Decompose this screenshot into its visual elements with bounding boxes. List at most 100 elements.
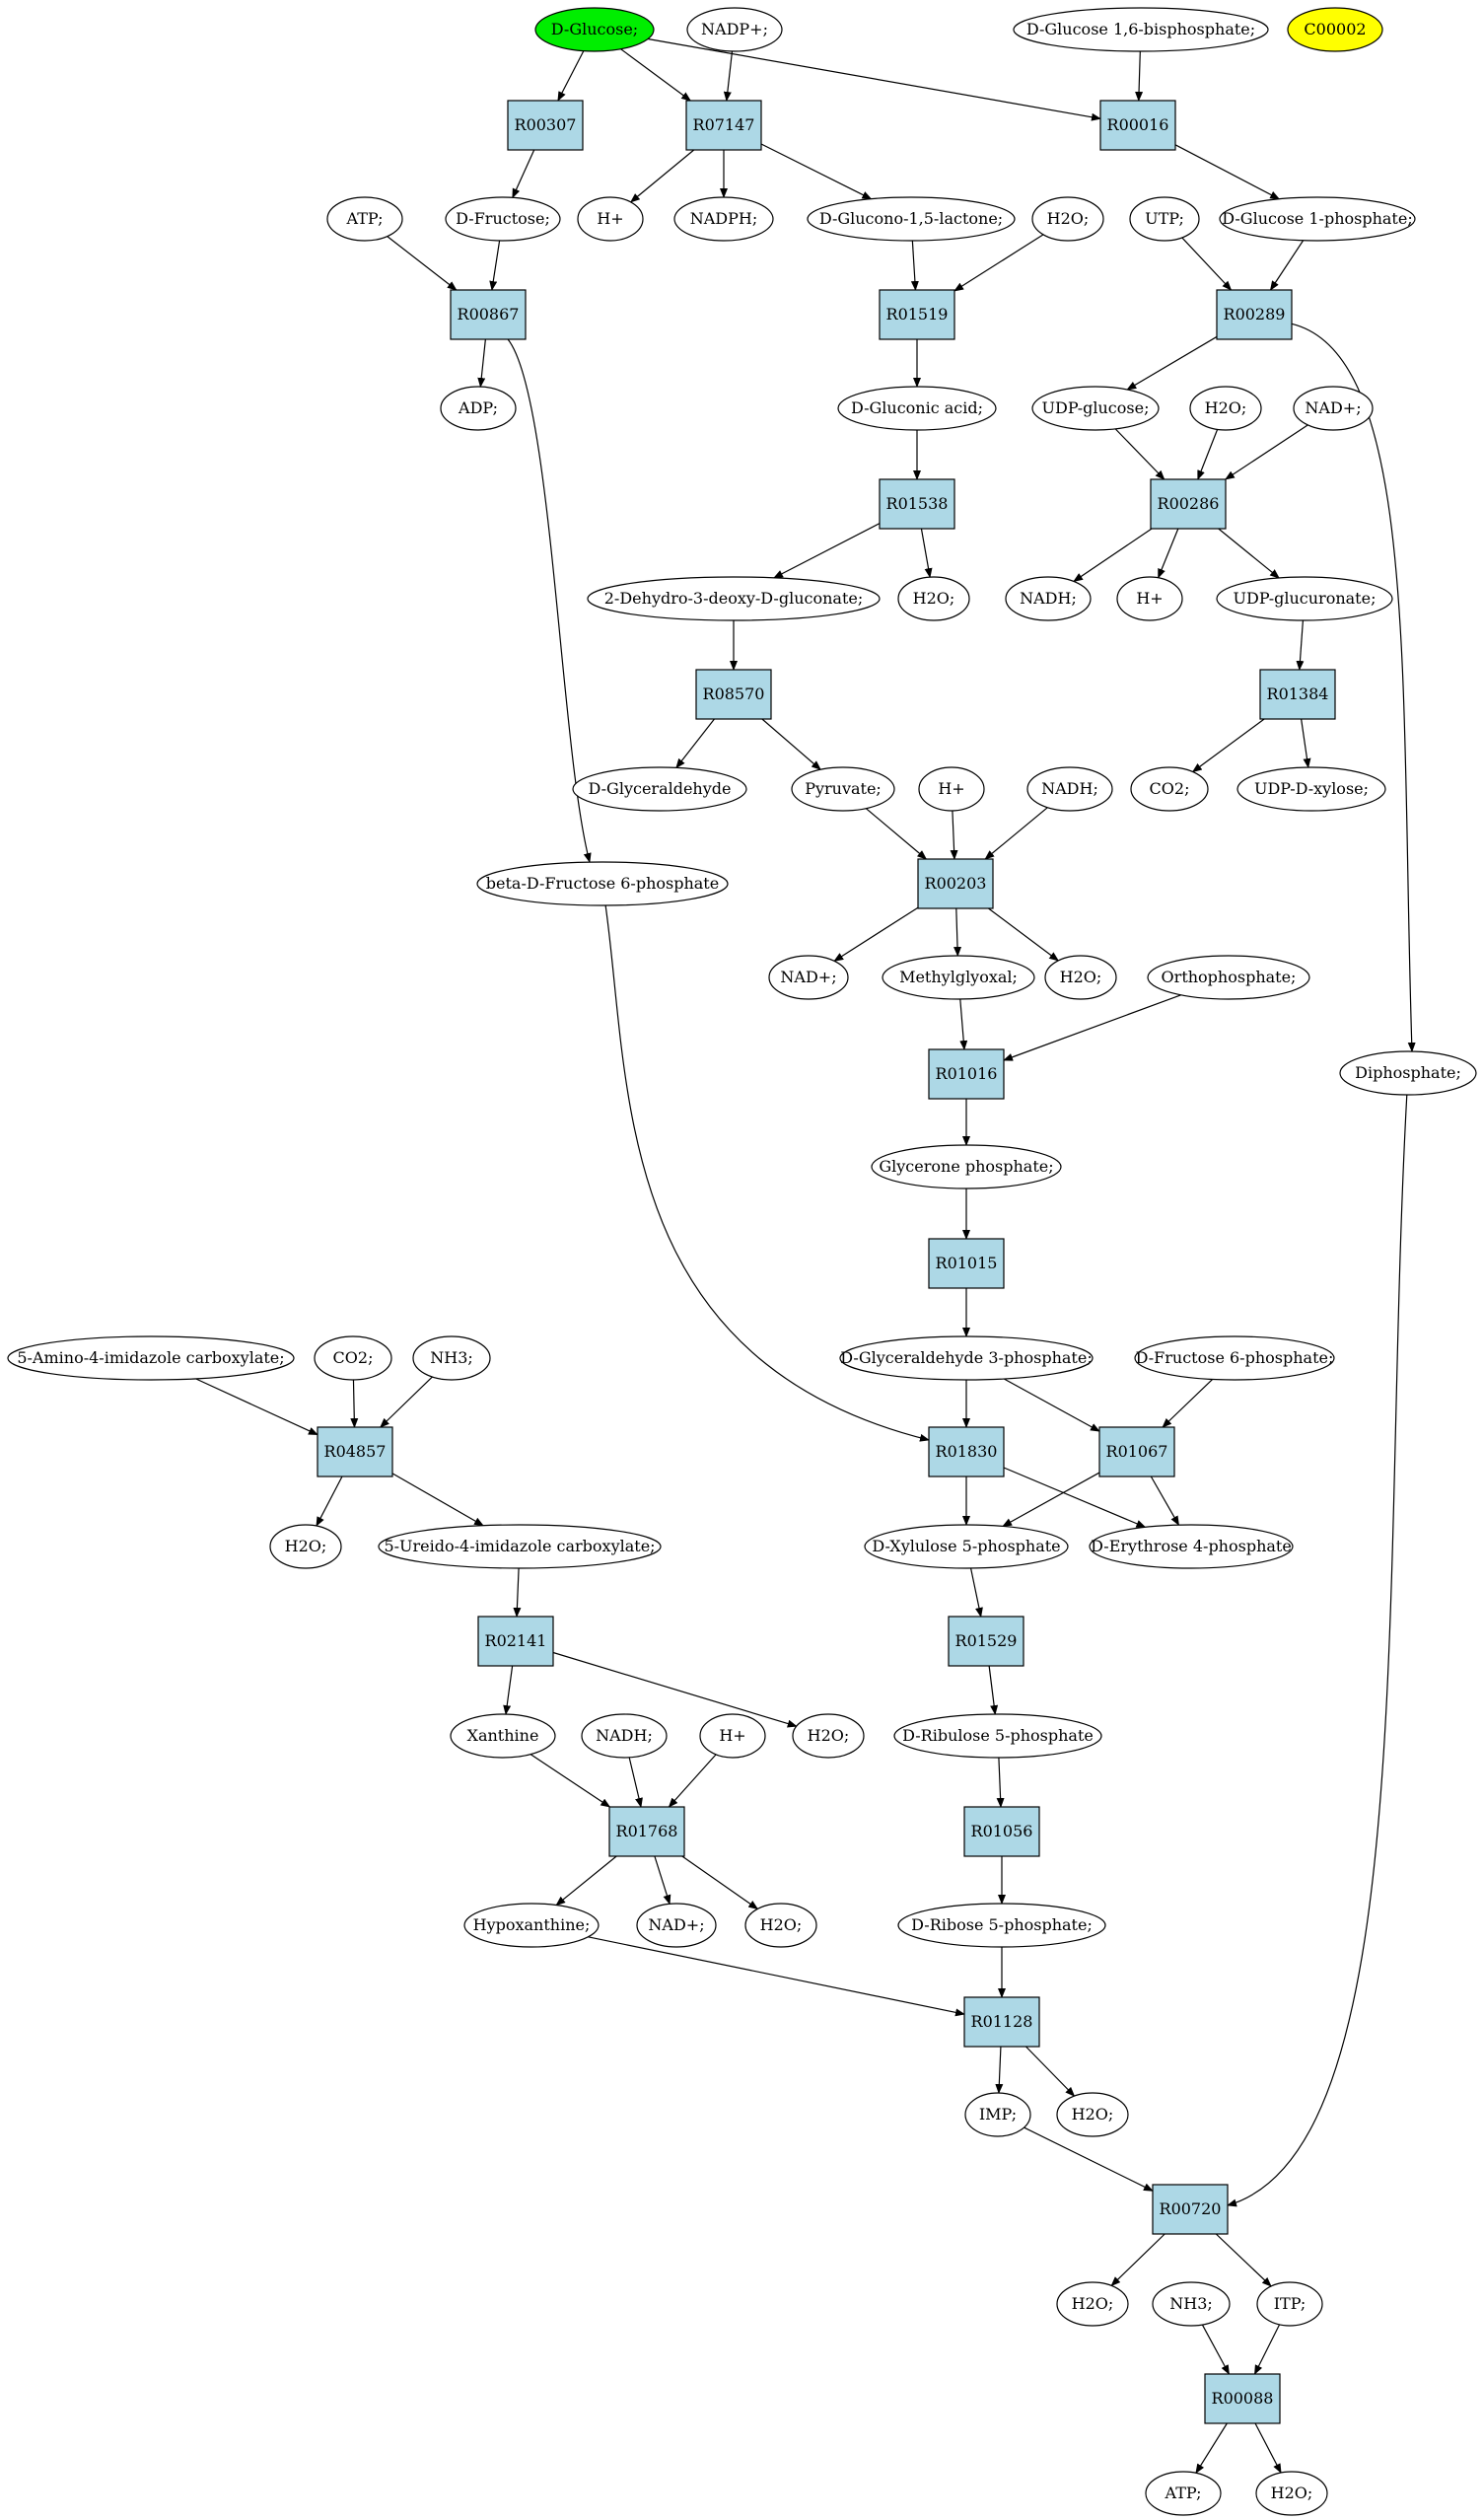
node-label: CO2; (1150, 779, 1190, 798)
compound-node-methylglyoxal[interactable]: Methylglyoxal; (882, 955, 1035, 1000)
compound-node-hplus2[interactable]: H+ (1116, 576, 1183, 621)
compound-node-bdf6p[interactable]: beta-D-Fructose 6-phosphate (476, 861, 729, 906)
reaction-node-r00720[interactable]: R00720 (1152, 2184, 1229, 2235)
compound-node-h2o2[interactable]: H2O; (1189, 386, 1262, 431)
node-label: R01056 (971, 1822, 1033, 1840)
compound-node-udpxylose[interactable]: UDP-D-xylose; (1236, 766, 1386, 812)
compound-node-df6p[interactable]: D-Fructose 6-phosphate; (1134, 1335, 1335, 1381)
reaction-node-r01128[interactable]: R01128 (963, 1996, 1040, 2048)
reaction-node-r01015[interactable]: R01015 (928, 1238, 1005, 1289)
compound-node-h2o4[interactable]: H2O; (1044, 955, 1117, 1000)
compound-node-h2o5[interactable]: H2O; (269, 1524, 342, 1569)
node-label: R04857 (324, 1442, 387, 1461)
reaction-node-r00286[interactable]: R00286 (1150, 478, 1227, 530)
compound-node-diphosphate[interactable]: Diphosphate; (1339, 1050, 1477, 1096)
compound-node-nadh2[interactable]: NADH; (1026, 766, 1113, 812)
compound-node-xanthine[interactable]: Xanthine (450, 1713, 556, 1759)
reaction-node-r01538[interactable]: R01538 (879, 478, 955, 530)
compound-node-atp1[interactable]: ATP; (326, 196, 403, 242)
reaction-node-r01016[interactable]: R01016 (928, 1048, 1005, 1100)
reaction-node-r00203[interactable]: R00203 (917, 858, 994, 909)
compound-node-h2o6[interactable]: H2O; (792, 1713, 865, 1759)
compound-node-c00002[interactable]: C00002 (1287, 7, 1383, 52)
compound-node-glycerone[interactable]: Glycerone phosphate; (871, 1144, 1062, 1189)
reaction-node-r00088[interactable]: R00088 (1204, 2373, 1281, 2424)
reaction-node-r02141[interactable]: R02141 (477, 1616, 554, 1667)
compound-node-pyruvate[interactable]: Pyruvate; (791, 766, 895, 812)
compound-node-dg1p[interactable]: D-Glucose 1-phosphate; (1219, 196, 1416, 242)
edge-nad1-to-r00286 (1225, 424, 1308, 480)
compound-node-dx5p[interactable]: D-Xylulose 5-phosphate (864, 1524, 1069, 1569)
compound-node-co2a[interactable]: CO2; (1130, 766, 1209, 812)
compound-node-h2o3[interactable]: H2O; (897, 576, 970, 621)
compound-node-nadp_top[interactable]: NADP+; (686, 7, 783, 52)
compound-node-dfructose[interactable]: D-Fructose; (445, 196, 561, 242)
compound-node-h2o10[interactable]: H2O; (1255, 2471, 1328, 2516)
node-label: H2O; (913, 589, 955, 608)
node-label: UDP-glucuronate; (1234, 589, 1377, 608)
compound-node-hypoxanthine[interactable]: Hypoxanthine; (463, 1903, 600, 1948)
compound-node-dglucose[interactable]: D-Glucose; (534, 7, 655, 52)
reaction-node-r00867[interactable]: R00867 (450, 289, 527, 340)
compound-node-gluconic[interactable]: D-Gluconic acid; (837, 386, 997, 431)
reaction-node-r04857[interactable]: R04857 (317, 1426, 393, 1477)
reaction-node-r01384[interactable]: R01384 (1259, 669, 1336, 720)
reaction-node-r00016[interactable]: R00016 (1099, 100, 1176, 151)
edge-nadp_top-to-r07147 (723, 50, 734, 102)
compound-node-hplus1[interactable]: H+ (577, 196, 644, 242)
compound-node-ureido[interactable]: 5-Ureido-4-imidazole carboxylate; (378, 1524, 662, 1569)
compound-node-nad3[interactable]: NAD+; (636, 1903, 717, 1948)
compound-node-imp[interactable]: IMP; (964, 2092, 1031, 2137)
compound-node-nadph[interactable]: NADPH; (673, 196, 774, 242)
compound-node-adp[interactable]: ADP; (440, 386, 517, 431)
reaction-node-r01056[interactable]: R01056 (963, 1806, 1040, 1857)
edge-r04857-to-ureido (391, 1473, 484, 1527)
edge-orthophosphate-to-r01016 (1003, 994, 1181, 1061)
edge-r07147-to-glucono (760, 143, 873, 200)
compound-node-nad1[interactable]: NAD+; (1293, 386, 1374, 431)
compound-node-dglyceraldehyde[interactable]: D-Glyceraldehyde (572, 766, 747, 812)
reaction-node-r01768[interactable]: R01768 (608, 1806, 685, 1857)
reaction-box (879, 478, 955, 530)
reaction-node-r08570[interactable]: R08570 (695, 669, 772, 720)
compound-node-de4p[interactable]: D-Erythrose 4-phosphate (1089, 1524, 1294, 1569)
compound-node-nh3b[interactable]: NH3; (1152, 2281, 1231, 2327)
compound-node-h2o7[interactable]: H2O; (744, 1903, 817, 1948)
reaction-node-r00289[interactable]: R00289 (1216, 289, 1293, 340)
edge-r07147-to-hplus1 (629, 149, 695, 203)
reaction-node-r07147[interactable]: R07147 (685, 100, 762, 151)
compound-node-nadh1[interactable]: NADH; (1005, 576, 1092, 621)
reaction-node-r01519[interactable]: R01519 (879, 289, 955, 340)
compound-node-hplus4[interactable]: H+ (699, 1713, 766, 1759)
compound-node-co2b[interactable]: CO2; (314, 1335, 392, 1381)
compound-ellipse (1013, 7, 1269, 52)
compound-node-h2o8[interactable]: H2O; (1056, 2092, 1129, 2137)
compound-node-atp2[interactable]: ATP; (1145, 2471, 1222, 2516)
compound-node-nh3a[interactable]: NH3; (412, 1335, 491, 1381)
reaction-node-r01529[interactable]: R01529 (948, 1616, 1024, 1667)
compound-node-g3p[interactable]: D-Glyceraldehyde 3-phosphate; (839, 1335, 1094, 1381)
compound-node-nadh3[interactable]: NADH; (581, 1713, 668, 1759)
edge-r00720-to-h2o9 (1110, 2233, 1165, 2287)
reaction-node-r01067[interactable]: R01067 (1098, 1426, 1175, 1477)
compound-node-orthophosphate[interactable]: Orthophosphate; (1147, 955, 1310, 1000)
edge-udpglucuronate-to-r01384 (1296, 619, 1305, 671)
compound-node-nad2[interactable]: NAD+; (768, 955, 849, 1000)
compound-node-dr5p_ribulose[interactable]: D-Ribulose 5-phosphate (893, 1713, 1102, 1759)
compound-node-dg16bp[interactable]: D-Glucose 1,6-bisphosphate; (1013, 7, 1269, 52)
compound-node-dehydro[interactable]: 2-Dehydro-3-deoxy-D-gluconate; (587, 576, 881, 621)
compound-node-hplus3[interactable]: H+ (918, 766, 985, 812)
compound-node-glucono[interactable]: D-Glucono-1,5-lactone; (807, 196, 1016, 242)
compound-node-aminoimid[interactable]: 5-Amino-4-imidazole carboxylate; (7, 1335, 295, 1381)
compound-node-udpglucuronate[interactable]: UDP-glucuronate; (1216, 576, 1393, 621)
compound-node-h2o1[interactable]: H2O; (1031, 196, 1104, 242)
reaction-node-r01830[interactable]: R01830 (928, 1426, 1005, 1477)
compound-node-utp[interactable]: UTP; (1129, 196, 1200, 242)
compound-node-itp[interactable]: ITP; (1256, 2281, 1323, 2327)
reaction-node-r00307[interactable]: R00307 (507, 100, 584, 151)
node-label: 2-Dehydro-3-deoxy-D-gluconate; (604, 589, 863, 608)
compound-node-udpglucose[interactable]: UDP-glucose; (1031, 386, 1160, 431)
compound-node-dribose5p[interactable]: D-Ribose 5-phosphate; (897, 1903, 1106, 1948)
node-label: R00307 (515, 115, 577, 134)
compound-node-h2o9[interactable]: H2O; (1056, 2281, 1129, 2327)
